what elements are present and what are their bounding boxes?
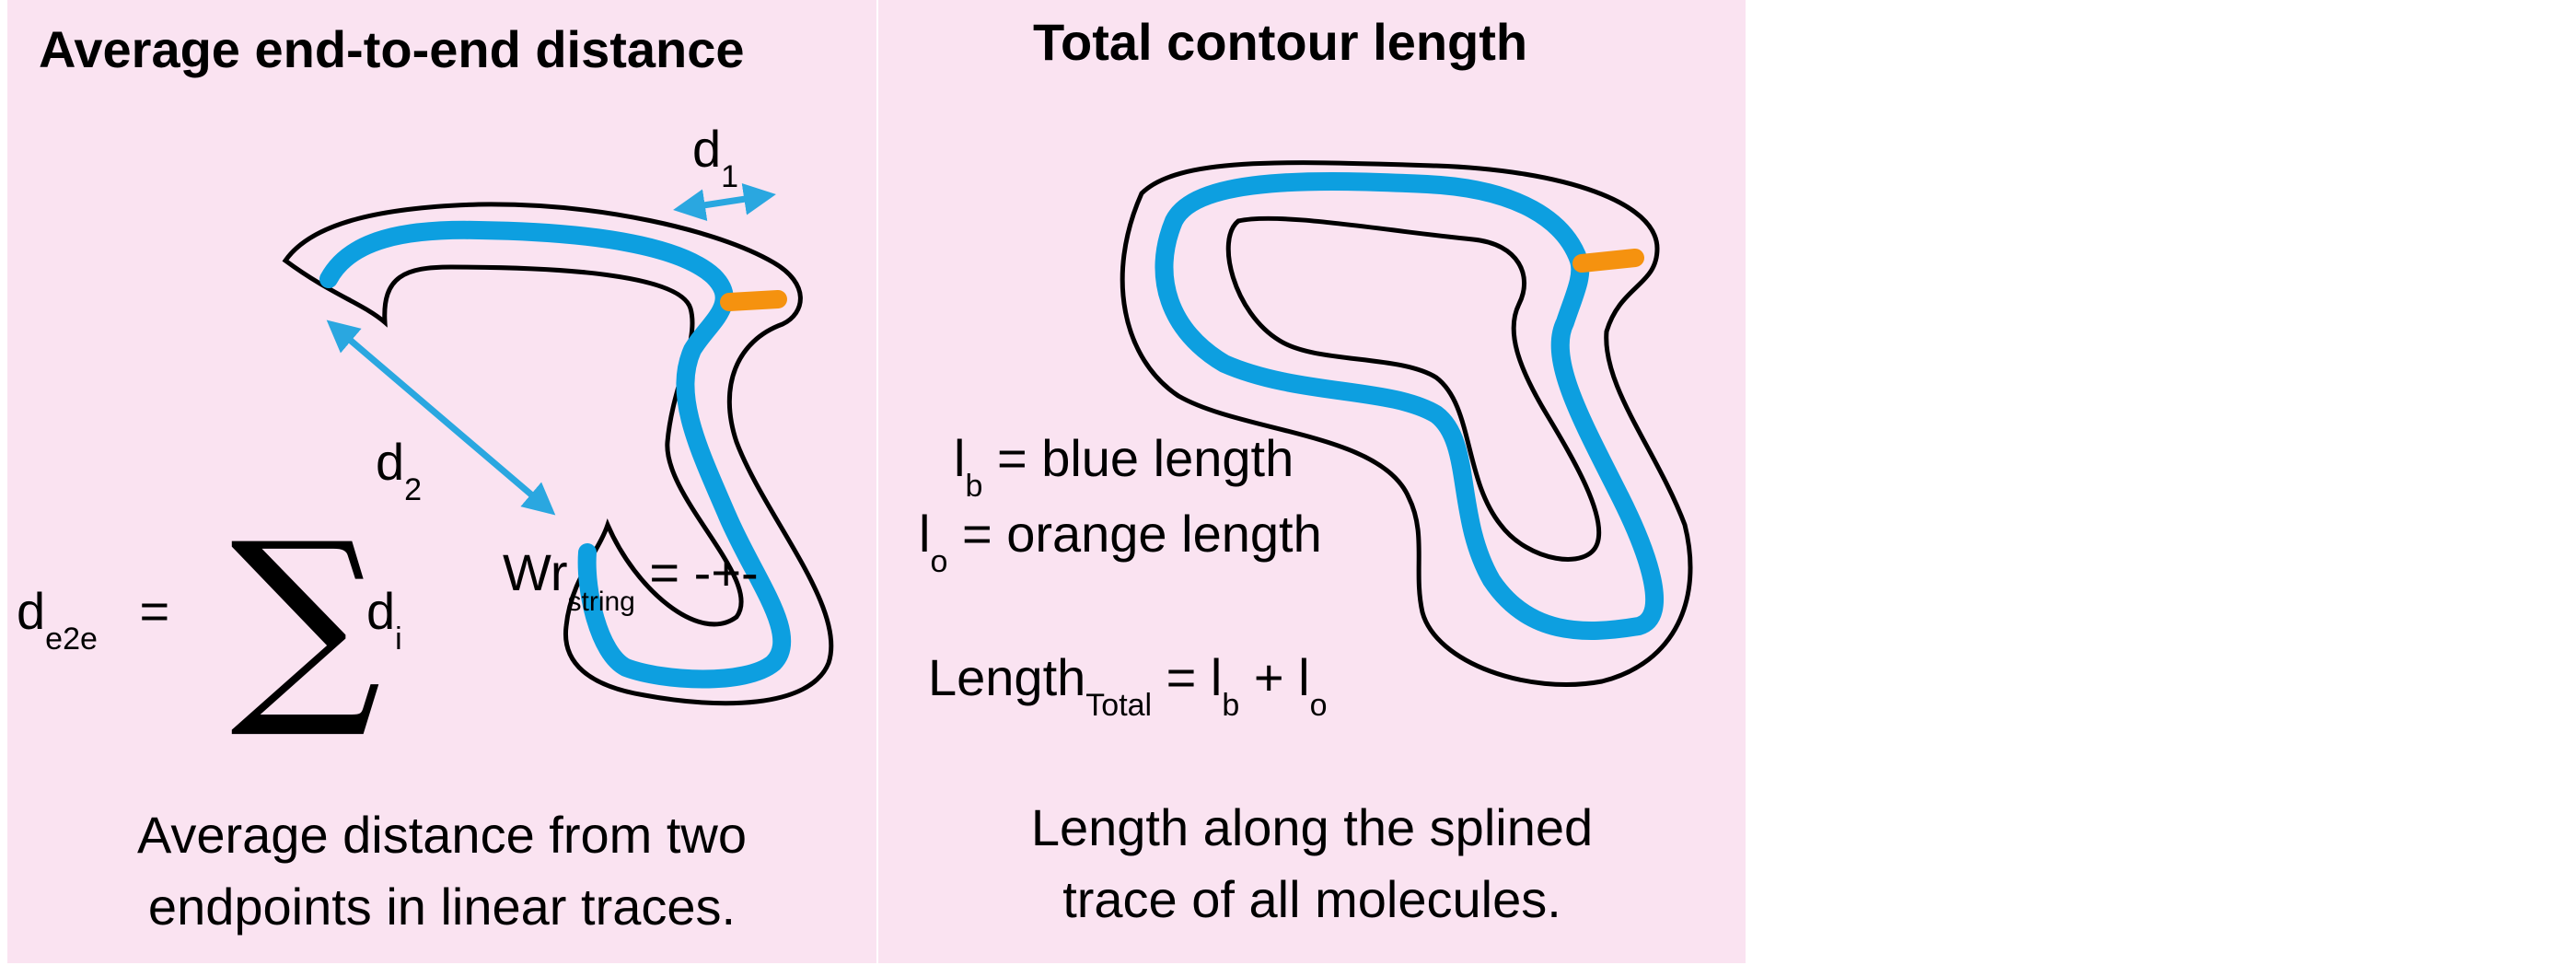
right-caption-line1: Length along the splined <box>1030 798 1594 856</box>
left-panel-title: Average end-to-end distance <box>39 20 745 78</box>
right-caption: Length along the splined trace of all mo… <box>878 792 1746 936</box>
e2e-formula-rhs: di <box>366 586 402 656</box>
right-panel-title: Total contour length <box>1033 13 1528 71</box>
right-molecule-outer-outline <box>1120 160 1693 687</box>
writhe-rest: = -+- <box>649 543 759 601</box>
left-caption-line2: endpoints in linear traces. <box>147 878 737 936</box>
summation-symbol: ∑ <box>230 498 382 744</box>
writhe-base: Wr <box>503 543 568 601</box>
formula-rhs-sub: i <box>395 622 402 657</box>
lb-rest: = blue length <box>996 429 1294 487</box>
writhe-label: Wrstring = -+- <box>503 547 759 616</box>
left-molecule-outline <box>282 202 834 706</box>
lo-rest: = orange length <box>961 505 1322 563</box>
d1-label-sub: 1 <box>721 159 739 194</box>
lb-sub: b <box>965 469 983 504</box>
left-blue-trace <box>319 220 792 689</box>
d1-label-base: d <box>692 120 722 178</box>
lo-definition: lo = orange length <box>919 505 1322 578</box>
length-total-base: Length <box>928 648 1086 706</box>
length-total-plus: + l <box>1253 648 1310 706</box>
lo-sub: o <box>930 544 948 579</box>
d2-arrow <box>326 320 556 516</box>
right-caption-line2: trace of all molecules. <box>1062 870 1561 929</box>
d2-label: d2 <box>376 433 422 506</box>
formula-lhs-base: d <box>17 582 46 640</box>
lb-definition: lb = blue length <box>954 433 1294 503</box>
length-total-sub2: b <box>1222 688 1240 723</box>
right-blue-trace <box>1155 172 1665 640</box>
lo-base: l <box>919 505 931 563</box>
length-total-eq: = l <box>1166 648 1223 706</box>
left-caption: Average distance from two endpoints in l… <box>7 799 876 944</box>
length-total-sub: Total <box>1085 688 1153 723</box>
d1-arrow <box>673 182 776 222</box>
formula-equals: = <box>139 582 170 640</box>
right-molecule-inner-outline <box>1225 215 1602 562</box>
d1-label: d1 <box>692 120 738 193</box>
d2-label-sub: 2 <box>404 472 423 507</box>
left-caption-line1: Average distance from two <box>137 806 747 864</box>
e2e-formula-lhs: de2e = <box>17 586 169 656</box>
lb-base: l <box>954 429 966 487</box>
formula-rhs-base: d <box>366 582 396 640</box>
right-orange-segment <box>1572 249 1644 273</box>
formula-lhs-sub: e2e <box>45 622 98 657</box>
length-total-formula: LengthTotal = lb + lo <box>928 652 1327 722</box>
length-total-sub3: o <box>1309 688 1328 723</box>
d2-label-base: d <box>376 433 405 491</box>
left-orange-segment <box>720 290 787 311</box>
writhe-sub: string <box>567 587 635 617</box>
